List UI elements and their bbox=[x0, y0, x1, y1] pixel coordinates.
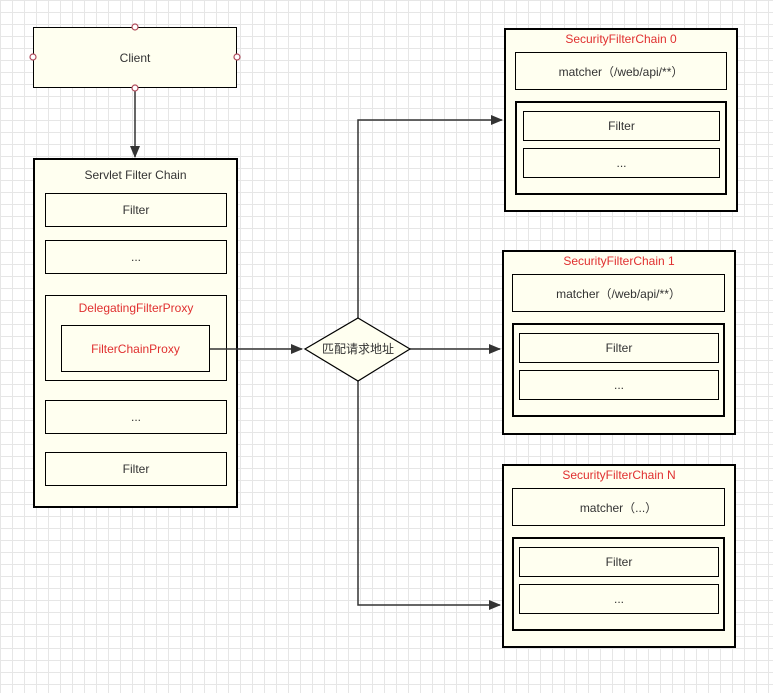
decision-to-chain-n-arrow bbox=[357, 381, 501, 610]
security-filter-chain-0-dots-label: ... bbox=[616, 156, 627, 170]
servlet-dots-top-label: ... bbox=[130, 250, 141, 264]
security-filter-chain-1-dots[interactable]: ... bbox=[519, 370, 719, 400]
filter-chain-proxy-box[interactable]: FilterChainProxy bbox=[61, 325, 210, 372]
security-filter-chain-1-filter[interactable]: Filter bbox=[519, 333, 719, 363]
client-port-top bbox=[131, 23, 139, 31]
servlet-filter-top[interactable]: Filter bbox=[45, 193, 227, 227]
decision-label: 匹配请求地址 bbox=[322, 342, 394, 356]
servlet-dots-bottom[interactable]: ... bbox=[45, 400, 227, 434]
decision-to-chain-0-arrow bbox=[357, 115, 503, 318]
security-filter-chain-0-title: SecurityFilterChain 0 bbox=[565, 32, 677, 46]
security-filter-chain-n-dots[interactable]: ... bbox=[519, 584, 719, 614]
client-label: Client bbox=[119, 50, 151, 65]
delegating-filter-proxy-label: DelegatingFilterProxy bbox=[78, 301, 194, 315]
security-filter-chain-0-filter[interactable]: Filter bbox=[523, 111, 720, 141]
servlet-filter-bottom[interactable]: Filter bbox=[45, 452, 227, 486]
security-filter-chain-n-dots-label: ... bbox=[613, 592, 624, 606]
security-filter-chain-n-filter-label: Filter bbox=[605, 555, 633, 569]
security-filter-chain-n-matcher-label: matcher（...） bbox=[579, 500, 658, 515]
client-port-right bbox=[233, 53, 241, 61]
security-filter-chain-1-dots-label: ... bbox=[613, 378, 624, 392]
security-filter-chain-1-matcher-label: matcher（/web/api/**） bbox=[556, 286, 681, 301]
client-port-bottom bbox=[131, 84, 139, 92]
security-filter-chain-n-matcher[interactable]: matcher（...） bbox=[512, 488, 725, 526]
decision-diamond[interactable] bbox=[303, 317, 412, 382]
security-filter-chain-0-filter-label: Filter bbox=[608, 119, 635, 133]
security-filter-chain-0-matcher-label: matcher（/web/api/**） bbox=[558, 64, 684, 79]
servlet-filter-chain-title: Servlet Filter Chain bbox=[84, 168, 187, 182]
security-filter-chain-1-matcher[interactable]: matcher（/web/api/**） bbox=[512, 274, 725, 312]
security-filter-chain-1-filter-label: Filter bbox=[605, 341, 633, 355]
servlet-filter-bottom-label: Filter bbox=[122, 462, 150, 476]
servlet-dots-top[interactable]: ... bbox=[45, 240, 227, 274]
security-filter-chain-n-title: SecurityFilterChain N bbox=[562, 468, 676, 482]
security-filter-chain-1-title: SecurityFilterChain 1 bbox=[563, 254, 675, 268]
servlet-filter-top-label: Filter bbox=[122, 203, 150, 217]
filter-chain-proxy-label: FilterChainProxy bbox=[91, 341, 180, 356]
servlet-dots-bottom-label: ... bbox=[130, 410, 141, 424]
security-filter-chain-n-filter[interactable]: Filter bbox=[519, 547, 719, 577]
client-box[interactable]: Client bbox=[33, 27, 237, 88]
security-filter-chain-0-dots[interactable]: ... bbox=[523, 148, 720, 178]
security-filter-chain-0-matcher[interactable]: matcher（/web/api/**） bbox=[515, 52, 727, 90]
client-port-left bbox=[29, 53, 37, 61]
